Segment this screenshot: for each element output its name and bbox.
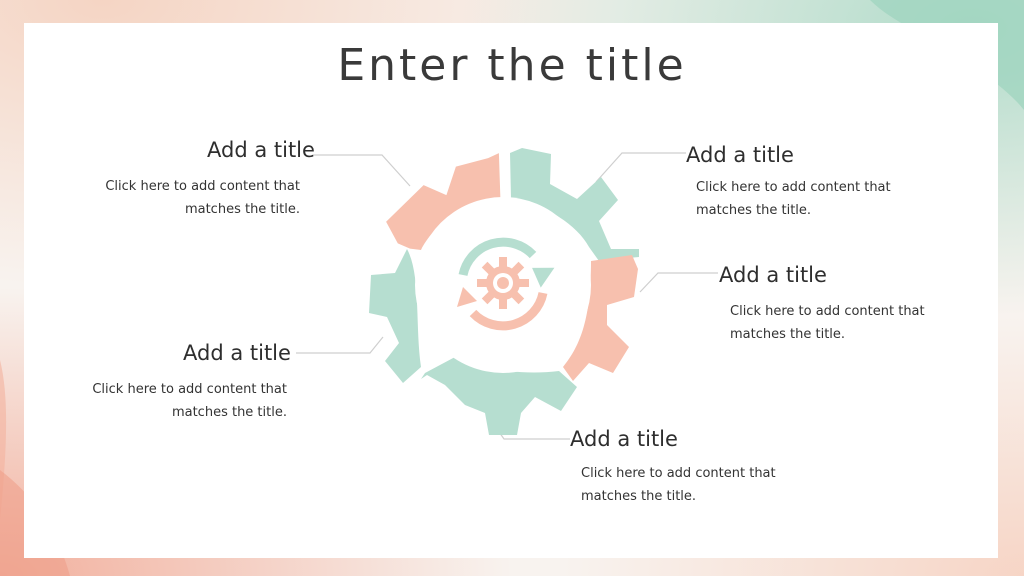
item-desc-1-line-1: Click here to add content that — [105, 179, 300, 194]
item-title-4[interactable]: Add a title — [183, 341, 291, 365]
connector-line-4 — [296, 336, 384, 354]
item-desc-1-line-2: matches the title. — [184, 202, 300, 217]
connector-line-1 — [314, 154, 411, 187]
item-desc-2[interactable]: Click here to add content that matches t… — [696, 176, 896, 222]
gear-segment-left — [369, 249, 421, 383]
item-desc-4-line-2: matches the title. — [171, 405, 287, 420]
item-desc-5-line-1: Click here to add content that — [581, 466, 776, 481]
gear-refresh-icon — [457, 237, 555, 331]
item-title-1[interactable]: Add a title — [207, 138, 315, 162]
item-desc-4[interactable]: Click here to add content that matches t… — [87, 378, 287, 424]
connector-line-3 — [639, 272, 718, 293]
item-desc-2-line-1: Click here to add content that — [696, 180, 891, 195]
item-desc-5[interactable]: Click here to add content that matches t… — [581, 462, 781, 508]
item-desc-4-line-1: Click here to add content that — [92, 382, 287, 397]
item-desc-1[interactable]: Click here to add content that matches t… — [100, 175, 300, 221]
connector-line-2 — [595, 152, 686, 183]
item-desc-2-line-2: matches the title. — [696, 203, 812, 218]
gear-segment-top-left — [386, 153, 501, 250]
item-title-3[interactable]: Add a title — [719, 263, 827, 287]
gear-segment-right — [563, 255, 638, 381]
item-desc-3-line-2: matches the title. — [730, 327, 846, 342]
item-title-5[interactable]: Add a title — [570, 427, 678, 451]
gear-segment-bottom — [421, 357, 577, 435]
item-desc-5-line-2: matches the title. — [581, 489, 697, 504]
item-desc-3[interactable]: Click here to add content that matches t… — [730, 300, 930, 346]
item-desc-3-line-1: Click here to add content that — [730, 304, 925, 319]
gear-segment-top-right — [510, 148, 639, 261]
page-title: Enter the title — [337, 40, 687, 91]
item-title-2[interactable]: Add a title — [686, 143, 794, 167]
